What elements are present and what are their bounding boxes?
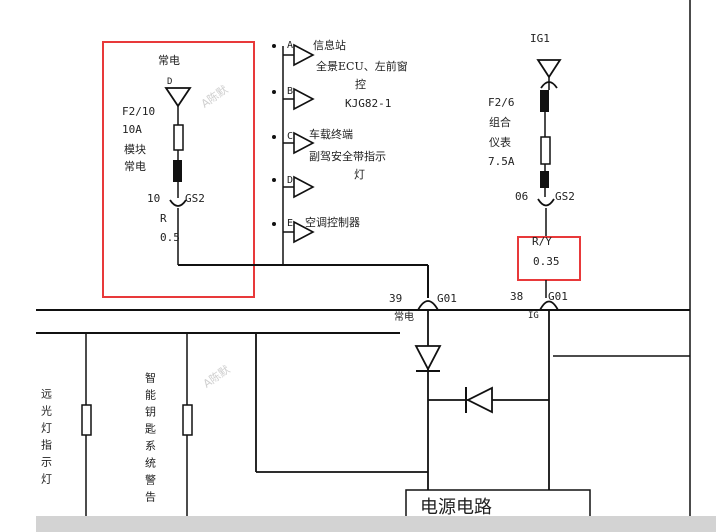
power-circuit-label: 电源电路: [420, 497, 492, 518]
branch-a-dot: [272, 44, 276, 48]
bus-right-pin: 38: [510, 290, 523, 303]
right-connector-label: GS2: [555, 190, 575, 203]
branch-c-letter: C: [287, 131, 293, 142]
branch-c-label-1: 车载终端: [309, 127, 353, 141]
branch-b-letter: B: [287, 86, 293, 97]
branch-b-dot: [272, 90, 276, 94]
left-fuse-id: F2/10: [122, 105, 155, 118]
right-fuse-id: F2/6: [488, 96, 515, 109]
branch-e: E 空调控制器: [272, 215, 360, 244]
branch-e-letter: E: [287, 218, 293, 229]
lower-left-vertical-label: 远光灯指示灯: [40, 388, 53, 490]
left-connector-symbol: [169, 199, 187, 207]
bus-left-connector-symbol: [417, 300, 439, 311]
bus-left-pin: 39: [389, 292, 402, 305]
branch-c-label-3: 灯: [354, 168, 365, 181]
branch-a-label-1: 信息站: [313, 38, 346, 52]
right-highlight-box: [517, 236, 581, 281]
right-fuse-block-marker-2: [540, 171, 549, 188]
power-circuit-box: [405, 489, 591, 519]
left-wire-color: R: [160, 212, 167, 225]
branch-a-label-3: 控: [355, 77, 366, 91]
branch-d-letter: D: [287, 175, 293, 186]
diode-vertical: [414, 345, 442, 371]
bus-right-connector: G01: [548, 290, 568, 303]
branch-e-dot: [272, 222, 276, 226]
branch-b-arrow: [293, 87, 315, 111]
left-highlight-box: [102, 41, 255, 298]
branch-c-label-2: 副驾安全带指示: [309, 149, 386, 163]
left-wire-size: 0.5: [160, 231, 180, 244]
watermark-top: A陈默: [198, 82, 230, 110]
branch-d-arrow: [293, 175, 315, 199]
lower-branch-2-fuse: [182, 404, 193, 436]
branch-b: B: [272, 86, 315, 111]
right-connector-symbol: [537, 198, 555, 207]
branch-a: A 信息站 全景ECU、左前窗 控 KJG82-1: [272, 38, 408, 110]
left-fuse-block-marker: [173, 160, 182, 182]
left-pin-number: 10: [147, 192, 160, 205]
right-fuse-label-1: 组合: [489, 115, 511, 129]
branch-e-label-1: 空调控制器: [305, 215, 360, 229]
lower-mid-vertical-label: 智能钥匙系统警告: [144, 371, 157, 508]
right-fuse-label-2: 仪表: [489, 135, 511, 149]
left-module-label-1: 模块: [124, 143, 146, 156]
branch-c-dot: [272, 135, 276, 139]
diode-horizontal: [465, 386, 493, 414]
right-supply-triangle: [536, 59, 562, 79]
left-supply-label: 常电: [158, 54, 180, 67]
bottom-scroll-strip: [36, 516, 716, 532]
right-supply-label: IG1: [530, 32, 550, 45]
lower-branch-1-fuse: [81, 404, 92, 436]
right-fuse-symbol: [540, 136, 551, 165]
branch-a-letter: A: [287, 40, 293, 51]
left-connector-bottom: GS2: [185, 192, 205, 205]
right-wire-size: 0.35: [533, 255, 560, 268]
left-connector-top: D: [167, 77, 172, 87]
right-pin-number: 06: [515, 190, 528, 203]
watermark-bottom: A陈默: [200, 362, 232, 390]
bus-right-note: IG: [528, 311, 539, 321]
left-supply-triangle: [164, 87, 192, 108]
bus-left-note: 常电: [394, 310, 414, 323]
branch-a-arrow: [293, 43, 315, 67]
left-fuse-symbol: [173, 124, 184, 151]
bus-right-connector-symbol: [539, 300, 559, 311]
right-wire-label: R/Y: [532, 235, 552, 248]
branch-a-label-4: KJG82-1: [345, 97, 391, 110]
left-module-label-2: 常电: [124, 160, 146, 173]
bus-left-connector: G01: [437, 292, 457, 305]
branch-d: D: [272, 175, 315, 199]
right-fuse-rating: 7.5A: [488, 155, 515, 168]
right-fuse-block-marker-1: [540, 90, 549, 112]
branch-d-dot: [272, 178, 276, 182]
branch-a-label-2: 全景ECU、左前窗: [316, 59, 408, 73]
branch-c: C 车载终端 副驾安全带指示 灯: [272, 127, 386, 181]
left-fuse-rating: 10A: [122, 123, 142, 136]
